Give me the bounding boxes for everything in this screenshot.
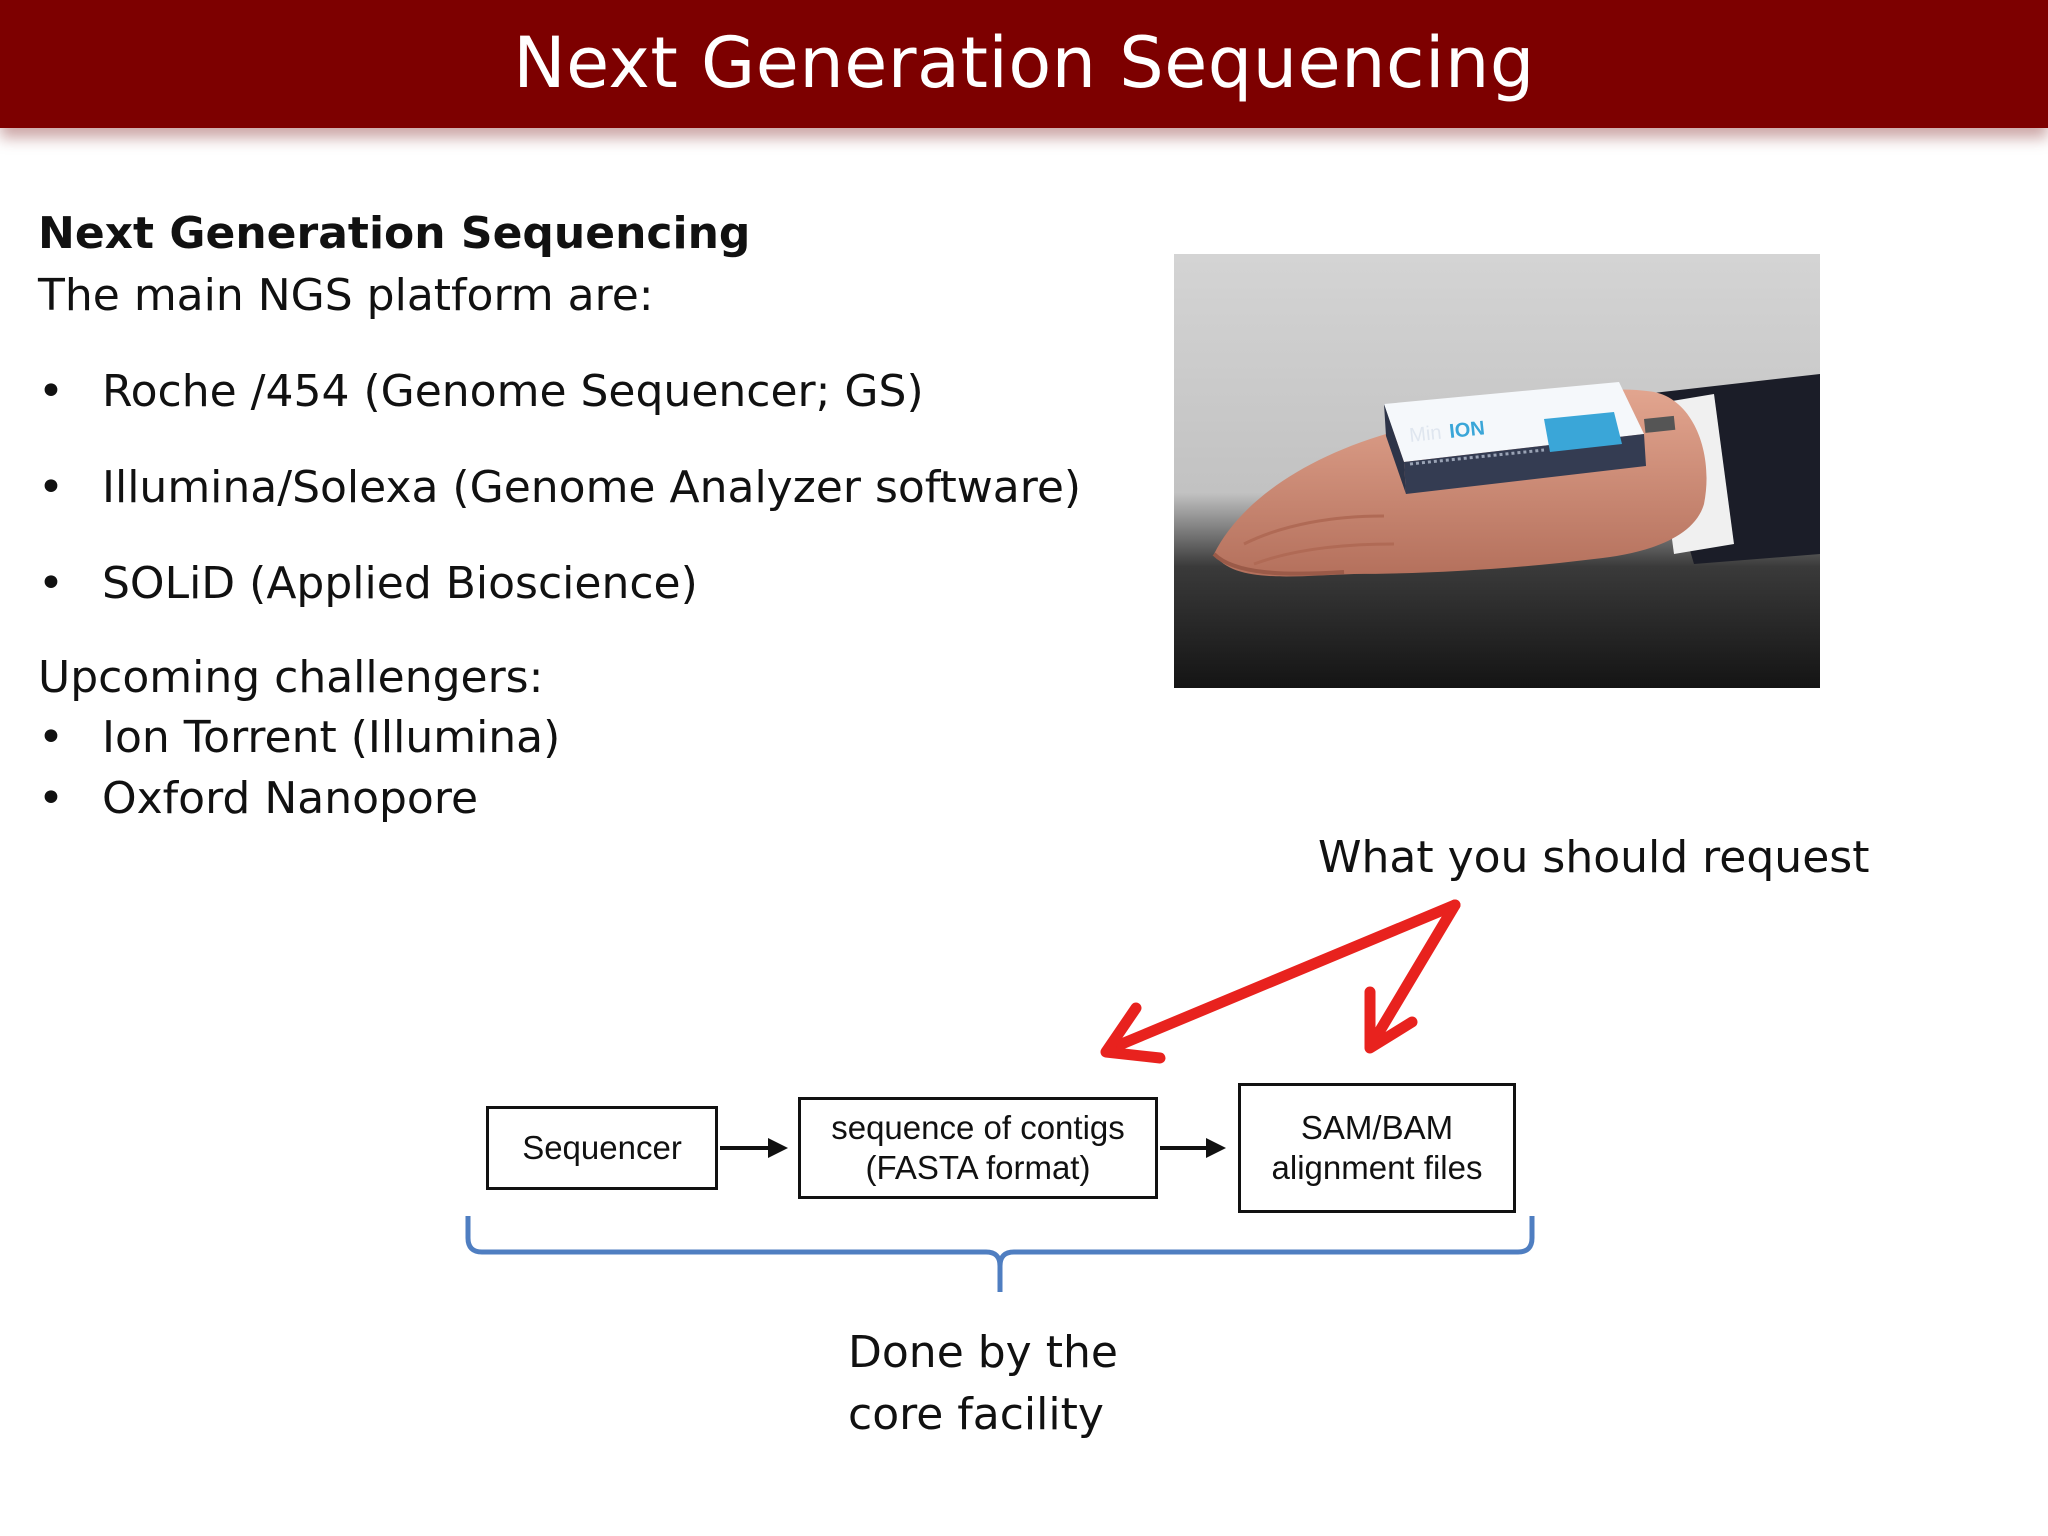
request-label: What you should request xyxy=(1318,832,1870,883)
challenger-ion-torrent: Ion Torrent (Illumina) xyxy=(102,712,561,763)
sam-bam-box: SAM/BAM alignment files xyxy=(1238,1083,1516,1213)
bullet-icon: • xyxy=(38,366,64,417)
arrowhead-contigs xyxy=(1100,1002,1166,1064)
challenger-list: • Ion Torrent (Illumina) • Oxford Nanopore xyxy=(38,710,560,832)
list-item: • Roche /454 (Genome Sequencer; GS) xyxy=(38,364,1081,420)
device-label-ion: ION xyxy=(1448,417,1486,443)
box-label: (FASTA format) xyxy=(865,1149,1091,1186)
device-label-min: Min xyxy=(1408,422,1442,447)
hand-holding-device-image: Min ION xyxy=(1174,254,1820,688)
facility-line-1: Done by the xyxy=(848,1327,1118,1378)
section-heading: Next Generation Sequencing xyxy=(38,208,751,259)
slide-title: Next Generation Sequencing xyxy=(513,22,1535,104)
flow-arrow-1 xyxy=(720,1138,788,1158)
platform-illumina: Illumina/Solexa (Genome Analyzer softwar… xyxy=(102,462,1082,513)
platform-roche: Roche /454 (Genome Sequencer; GS) xyxy=(102,366,924,417)
bullet-icon: • xyxy=(38,773,64,824)
platform-list: • Roche /454 (Genome Sequencer; GS) • Illu… xyxy=(38,364,1081,652)
sequencer-box: Sequencer xyxy=(486,1106,718,1190)
list-item: • SOLiD (Applied Bioscience) xyxy=(38,556,1081,612)
brace-icon xyxy=(465,1216,1535,1292)
bullet-icon: • xyxy=(38,462,64,513)
box-label: sequence of contigs xyxy=(831,1109,1125,1146)
challengers-label: Upcoming challengers: xyxy=(38,652,544,703)
contigs-box: sequence of contigs (FASTA format) xyxy=(798,1097,1158,1199)
list-item: • Illumina/Solexa (Genome Analyzer softwa… xyxy=(38,460,1081,516)
list-item: • Oxford Nanopore xyxy=(38,771,560,827)
red-arrows xyxy=(1100,899,1461,1064)
challenger-oxford-nanopore: Oxford Nanopore xyxy=(102,773,479,824)
box-label: SAM/BAM xyxy=(1300,1109,1454,1146)
arrowhead-sam xyxy=(1364,986,1418,1054)
list-item: • Ion Torrent (Illumina) xyxy=(38,710,560,766)
platform-solid: SOLiD (Applied Bioscience) xyxy=(102,558,698,609)
arrow-to-contigs xyxy=(1106,899,1461,1054)
box-label: alignment files xyxy=(1271,1149,1483,1186)
flow-arrow-2 xyxy=(1160,1138,1226,1158)
facility-line-2: core facility xyxy=(848,1389,1104,1440)
title-banner: Next Generation Sequencing xyxy=(0,0,2048,128)
bullet-icon: • xyxy=(38,558,64,609)
bullet-icon: • xyxy=(38,712,64,763)
core-facility-label: Done by the core facility xyxy=(848,1322,1118,1446)
intro-text: The main NGS platform are: xyxy=(38,270,654,321)
minion-photo: Min ION xyxy=(1174,254,1820,688)
arrow-to-sam xyxy=(1366,899,1461,1050)
box-label: Sequencer xyxy=(522,1129,682,1166)
